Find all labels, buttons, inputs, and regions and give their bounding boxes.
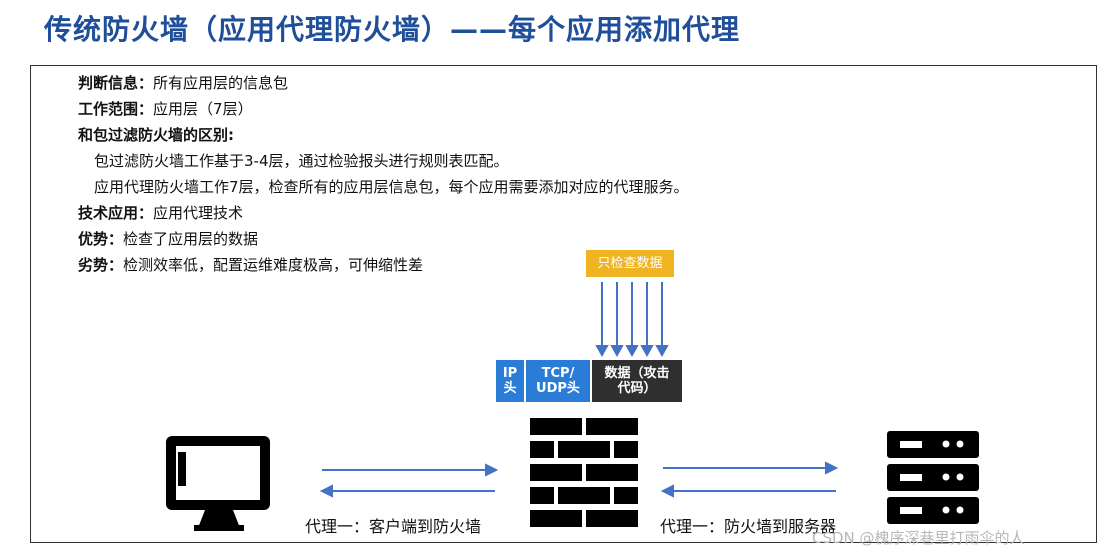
- description-list: 判断信息：所有应用层的信息包 工作范围：应用层（7层） 和包过滤防火墙的区别: …: [78, 70, 689, 278]
- row-label: 工作范围: [78, 100, 139, 118]
- arrows-firewall-server: [660, 461, 839, 498]
- packet-data-payload: 数据（攻击代码）: [592, 360, 682, 402]
- row-text: 检测效率低，配置运维难度极高，可伸缩性差: [123, 256, 424, 274]
- row-label: 优势: [78, 230, 109, 248]
- row-difference: 和包过滤防火墙的区别:: [78, 122, 689, 148]
- row-text: 应用代理防火墙工作7层，检查所有的应用层信息包，每个应用需要添加对应的代理服务。: [94, 178, 689, 196]
- monitor-icon: [166, 436, 270, 531]
- caption-firewall-to-server: 代理一：防火墙到服务器: [660, 517, 837, 536]
- firewall-icon: [530, 418, 638, 527]
- inspect-data-label: 只检查数据: [586, 250, 674, 277]
- row-sep: ：: [138, 204, 154, 222]
- row-label: 技术应用: [78, 204, 139, 222]
- row-app-proxy: 应用代理防火墙工作7层，检查所有的应用层信息包，每个应用需要添加对应的代理服务。: [78, 174, 689, 200]
- row-text: 包过滤防火墙工作基于3-4层，通过检验报头进行规则表匹配。: [94, 152, 509, 170]
- arrows-client-firewall: [319, 463, 499, 498]
- row-sep: ：: [108, 256, 124, 274]
- row-judge-info: 判断信息：所有应用层的信息包: [78, 70, 689, 96]
- row-disadvantage: 劣势：检测效率低，配置运维难度极高，可伸缩性差: [78, 252, 689, 278]
- row-sep: ：: [138, 74, 154, 92]
- row-text: 所有应用层的信息包: [153, 74, 289, 92]
- caption-client-to-firewall: 代理一：客户端到防火墙: [305, 517, 482, 536]
- inspection-arrows: [595, 282, 669, 358]
- content-frame: [30, 65, 1097, 543]
- row-sep: ：: [138, 100, 154, 118]
- watermark: CSDN @槐序深巷里打雨伞的人: [812, 529, 1025, 547]
- row-text: 应用层（7层）: [153, 100, 253, 118]
- page-title: 传统防火墙（应用代理防火墙）——每个应用添加代理: [44, 13, 741, 46]
- row-label: 劣势: [78, 256, 109, 274]
- row-packet-filter: 包过滤防火墙工作基于3-4层，通过检验报头进行规则表匹配。: [78, 148, 689, 174]
- row-text: 应用代理技术: [153, 204, 244, 222]
- packet-tcp-header: TCP/UDP头: [526, 360, 590, 402]
- row-label: 判断信息: [78, 74, 139, 92]
- row-sep: ：: [108, 230, 124, 248]
- row-text: 检查了应用层的数据: [123, 230, 259, 248]
- row-scope: 工作范围：应用层（7层）: [78, 96, 689, 122]
- row-technology: 技术应用：应用代理技术: [78, 200, 689, 226]
- server-icon: [887, 431, 979, 524]
- row-advantage: 优势：检查了应用层的数据: [78, 226, 689, 252]
- row-sep: :: [228, 126, 235, 144]
- row-label: 和包过滤防火墙的区别: [78, 126, 229, 144]
